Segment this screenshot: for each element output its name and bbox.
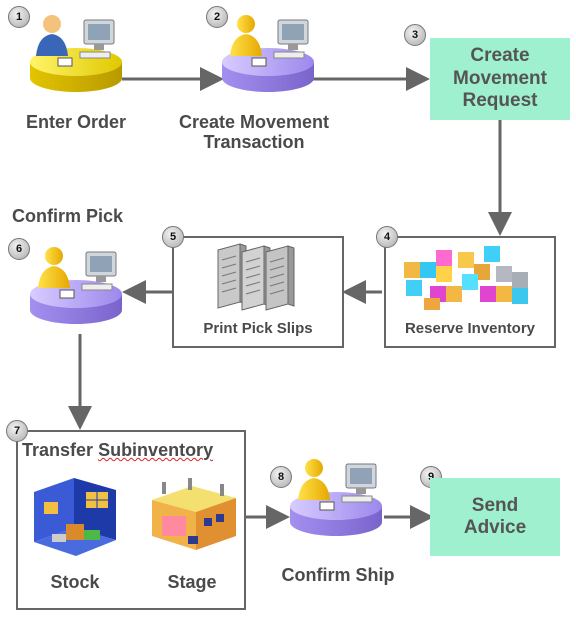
- create-movement-request-line3: Request: [462, 90, 538, 112]
- step-2-badge: 2: [206, 6, 228, 28]
- create-movement-request-line2: Movement: [453, 67, 547, 89]
- person-at-desk-icon: [290, 459, 382, 536]
- person-at-desk-icon: [30, 15, 122, 92]
- step-5-badge: 5: [162, 226, 184, 248]
- transfer-word: Transfer: [22, 440, 94, 460]
- send-advice-line2: Advice: [463, 517, 527, 538]
- step-1-badge: 1: [8, 6, 30, 28]
- step-3-badge: 3: [404, 24, 426, 46]
- create-movement-request-line1: Create: [470, 45, 530, 67]
- create-movement-request-box: Create Movement Request: [430, 38, 570, 120]
- colored-cubes-icon: [404, 246, 528, 310]
- create-movement-transaction-line1: Create Movement: [178, 112, 330, 132]
- document-stack-icon: [217, 243, 295, 311]
- staging-building-icon: [152, 478, 236, 550]
- confirm-ship-label: Confirm Ship: [281, 565, 395, 585]
- create-movement-transaction-label: Create Movement Transaction: [168, 112, 340, 152]
- person-at-desk-icon: [30, 247, 122, 324]
- reserve-inventory-label: Reserve Inventory: [404, 320, 536, 337]
- person-at-desk-icon: [222, 15, 314, 92]
- transfer-subinventory-label: Transfer Subinventory: [22, 440, 248, 460]
- create-movement-transaction-line2: Transaction: [203, 132, 305, 153]
- enter-order-label: Enter Order: [25, 112, 127, 132]
- step-6-badge: 6: [8, 238, 30, 260]
- confirm-pick-label: Confirm Pick: [12, 206, 124, 226]
- step-4-badge: 4: [376, 226, 398, 248]
- step-7-badge: 7: [6, 420, 28, 442]
- subinventory-word: Subinventory: [98, 440, 214, 460]
- send-advice-line1: Send: [471, 494, 519, 516]
- send-advice-box: Send Advice: [430, 478, 560, 556]
- stage-label: Stage: [167, 572, 217, 592]
- stock-label: Stock: [50, 572, 100, 592]
- step-8-badge: 8: [270, 466, 292, 488]
- print-pick-slips-label: Print Pick Slips: [203, 320, 313, 337]
- warehouse-room-icon: [34, 478, 116, 556]
